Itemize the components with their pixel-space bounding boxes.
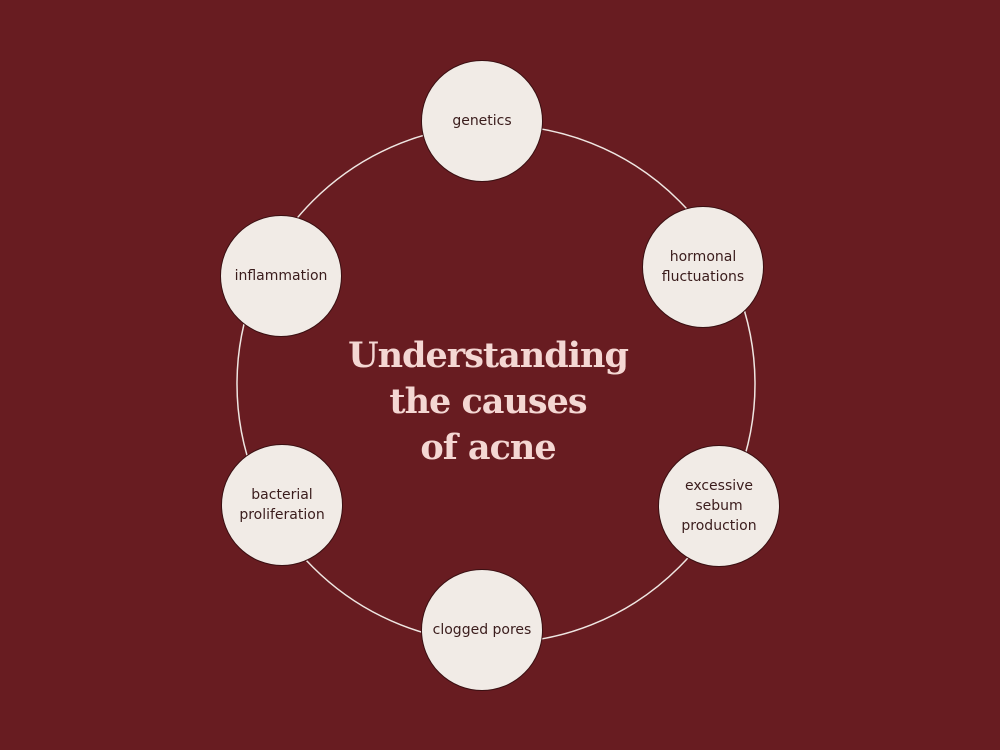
node-label-bacterial-proliferation: bacterial proliferation [239, 487, 325, 523]
node-excessive-sebum-production: excessive sebum production [658, 445, 780, 567]
node-label-hormonal-fluctuations: hormonal fluctuations [661, 249, 745, 285]
node-label-inflammation: inflammation [234, 268, 328, 284]
diagram-title: Understanding the causes of acne [348, 335, 629, 468]
node-inflammation: inflammation [220, 215, 342, 337]
node-genetics: genetics [421, 60, 543, 182]
node-label-clogged-pores: clogged pores [432, 622, 532, 638]
node-label-excessive-sebum-production: excessive sebum production [681, 478, 757, 534]
node-hormonal-fluctuations: hormonal fluctuations [642, 206, 764, 328]
node-clogged-pores: clogged pores [421, 569, 543, 691]
node-bacterial-proliferation: bacterial proliferation [221, 444, 343, 566]
node-label-genetics: genetics [452, 113, 512, 129]
